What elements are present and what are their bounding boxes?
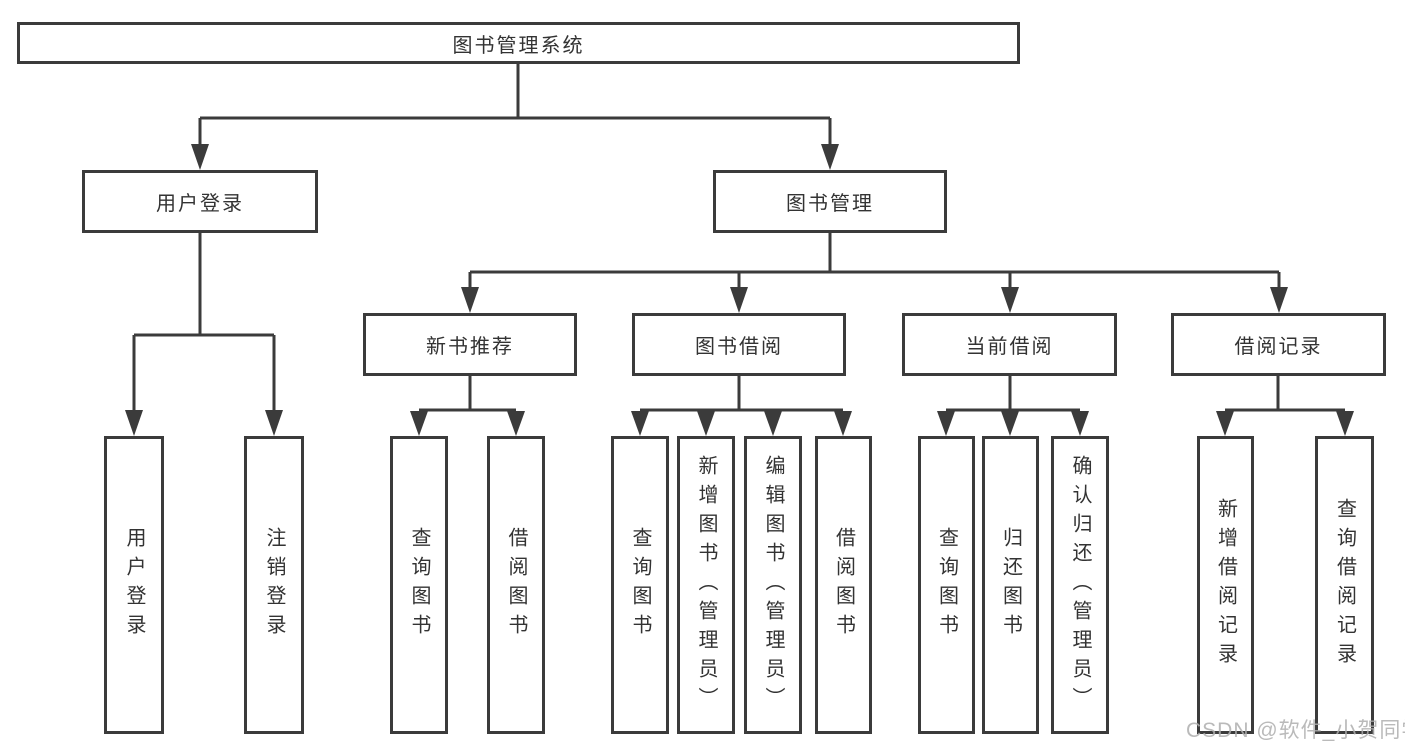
leaf-borrow-books: 借阅图书: [815, 436, 872, 734]
node-label: 查询图书: [629, 527, 651, 643]
leaf-borrow-books-recommend: 借阅图书: [487, 436, 545, 734]
node-label: 用户登录: [156, 193, 244, 215]
node-new-book-recommend: 新书推荐: [363, 313, 577, 376]
node-label: 借阅记录: [1234, 336, 1323, 358]
node-label: 确认归还（管理员）: [1069, 454, 1091, 716]
node-user-login: 用户登录: [82, 170, 318, 233]
leaf-query-borrow-record: 查询借阅记录: [1315, 436, 1374, 734]
node-label: 新书推荐: [426, 336, 514, 358]
leaf-logout: 注销登录: [244, 436, 304, 734]
leaf-add-borrow-record: 新增借阅记录: [1197, 436, 1254, 734]
node-label: 新增借阅记录: [1214, 498, 1237, 672]
node-label: 新增图书（管理员）: [695, 454, 717, 716]
leaf-return-books: 归还图书: [982, 436, 1039, 734]
node-label: 归还图书: [999, 527, 1022, 643]
csdn-watermark: CSDN @软件_小贺同学: [1186, 719, 1405, 742]
node-library-management-system: 图书管理系统: [17, 22, 1020, 64]
node-label: 查询借阅记录: [1333, 498, 1356, 672]
leaf-edit-books-admin: 编辑图书（管理员）: [744, 436, 802, 734]
node-label: 编辑图书（管理员）: [762, 454, 784, 716]
node-label: 借阅图书: [505, 527, 527, 643]
leaf-query-books-current: 查询图书: [918, 436, 975, 734]
node-book-management: 图书管理: [713, 170, 947, 233]
node-label: 图书管理: [786, 193, 874, 215]
node-borrowing-records: 借阅记录: [1171, 313, 1386, 376]
leaf-confirm-return-admin: 确认归还（管理员）: [1051, 436, 1109, 734]
node-label: 查询图书: [935, 527, 958, 643]
node-label: 图书管理系统: [452, 34, 585, 57]
node-label: 图书借阅: [695, 336, 783, 358]
node-label: 当前借阅: [965, 336, 1054, 358]
leaf-query-books-recommend: 查询图书: [390, 436, 448, 734]
node-label: 借阅图书: [832, 527, 855, 643]
node-book-borrowing: 图书借阅: [632, 313, 846, 376]
node-label: 查询图书: [408, 527, 430, 643]
node-current-borrowing: 当前借阅: [902, 313, 1117, 376]
leaf-user-login: 用户登录: [104, 436, 164, 734]
leaf-query-books-borrowing: 查询图书: [611, 436, 669, 734]
node-label: 用户登录: [123, 527, 145, 643]
node-label: 注销登录: [263, 527, 285, 643]
leaf-add-books-admin: 新增图书（管理员）: [677, 436, 735, 734]
